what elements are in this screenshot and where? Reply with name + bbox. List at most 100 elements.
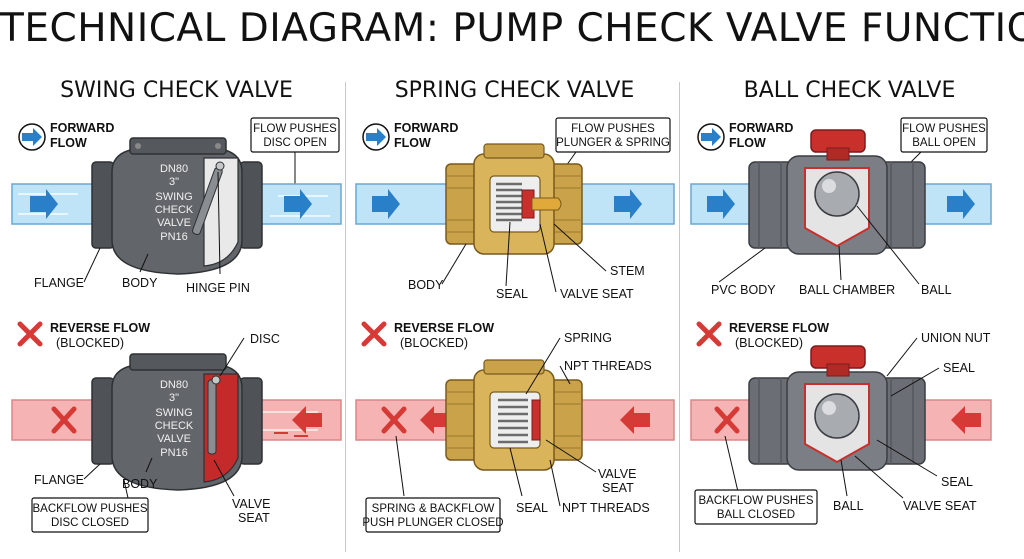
- flow-arrow-icon: [372, 189, 400, 219]
- backflow-arrow-icon: [420, 406, 450, 434]
- svg-text:REVERSE FLOW: REVERSE FLOW: [729, 321, 829, 335]
- label-seal: SEAL: [943, 361, 975, 375]
- svg-text:FLOW PUSHES: FLOW PUSHES: [902, 123, 986, 135]
- svg-text:DN80: DN80: [160, 379, 188, 391]
- forward-indicator: FORWARD FLOW: [362, 121, 458, 151]
- ball-check-diagram: FORWARD FLOW FLOW PUSHES BALL OPEN PVC B…: [690, 117, 992, 525]
- svg-text:SPRING & BACKFLOW: SPRING & BACKFLOW: [372, 503, 495, 515]
- panel-swing-check: SWING CHECK VALVE FORWARD FLOW FLOW PUSH…: [8, 76, 345, 556]
- svg-text:CHECK: CHECK: [155, 420, 194, 432]
- svg-text:FORWARD: FORWARD: [394, 121, 458, 135]
- svg-text:REVERSE FLOW: REVERSE FLOW: [394, 321, 494, 335]
- ball: [814, 393, 860, 439]
- svg-text:DISC OPEN: DISC OPEN: [263, 137, 326, 149]
- svg-text:FLOW PUSHES: FLOW PUSHES: [571, 123, 655, 135]
- svg-text:(BLOCKED): (BLOCKED): [400, 336, 468, 350]
- panel-title: BALL CHECK VALVE: [743, 78, 956, 103]
- reverse-label: (BLOCKED): [56, 336, 124, 350]
- seal: [531, 399, 541, 441]
- svg-text:SWING: SWING: [155, 191, 192, 203]
- label-ball: BALL: [921, 283, 952, 297]
- label-valve-seat: VALVE: [232, 497, 270, 511]
- backflow-arrow-icon: [951, 406, 981, 434]
- flow-arrow-icon: [947, 189, 975, 219]
- svg-text:DISC CLOSED: DISC CLOSED: [51, 517, 129, 529]
- forward-indicator: FORWARD FLOW: [18, 121, 114, 151]
- label-seal: SEAL: [516, 501, 548, 515]
- svg-text:BALL CLOSED: BALL CLOSED: [717, 509, 795, 521]
- spring-check-diagram: FORWARD FLOW FLOW PUSHES PLUNGER & SPRIN…: [355, 117, 675, 533]
- label-stem: STEM: [610, 264, 645, 278]
- disc: [207, 379, 217, 455]
- svg-text:FLOW: FLOW: [729, 136, 766, 150]
- svg-text:DN80: DN80: [160, 163, 188, 175]
- reverse-indicator: REVERSE FLOW (BLOCKED): [17, 321, 150, 350]
- svg-text:BACKFLOW PUSHES: BACKFLOW PUSHES: [698, 495, 813, 507]
- backflow-arrow-icon: [292, 406, 322, 434]
- svg-text:PN16: PN16: [160, 447, 188, 459]
- panel-ball-check: BALL CHECK VALVE FORWARD FLOW FLOW PUSHE…: [681, 76, 1018, 556]
- svg-text:BALL OPEN: BALL OPEN: [912, 137, 976, 149]
- svg-text:SEAT: SEAT: [602, 481, 634, 495]
- svg-text:SWING: SWING: [155, 407, 192, 419]
- callout-box: FLOW PUSHES PLUNGER & SPRING: [545, 117, 671, 195]
- label-hinge-pin: HINGE PIN: [186, 281, 250, 295]
- label-valve-seat: VALVE: [598, 467, 636, 481]
- blocked-icon: [51, 406, 77, 434]
- callout-box: FLOW PUSHES BALL OPEN: [876, 117, 988, 197]
- svg-text:SEAT: SEAT: [238, 511, 270, 525]
- svg-text:(BLOCKED): (BLOCKED): [735, 336, 803, 350]
- forward-indicator: FORWARD FLOW: [697, 121, 793, 151]
- svg-text:FLOW: FLOW: [394, 136, 431, 150]
- label-valve-seat: VALVE SEAT: [560, 287, 634, 301]
- svg-text:BACKFLOW PUSHES: BACKFLOW PUSHES: [32, 503, 147, 515]
- svg-text:PN16: PN16: [160, 231, 188, 243]
- flange: [91, 161, 115, 249]
- label-body: BODY: [122, 477, 158, 491]
- label-body: BODY: [408, 278, 444, 292]
- callout-box: SPRING & BACKFLOW PUSH PLUNGER CLOSED: [362, 435, 504, 533]
- label-pvc-body: PVC BODY: [711, 283, 776, 297]
- flow-arrow-icon: [614, 189, 642, 219]
- bonnet: [129, 137, 227, 155]
- spring: [496, 182, 522, 222]
- svg-text:CHECK: CHECK: [155, 204, 194, 216]
- svg-text:3": 3": [169, 176, 179, 188]
- flange: [239, 161, 263, 249]
- swing-check-diagram: FORWARD FLOW FLOW PUSHES DISC OPEN DN80 …: [11, 117, 342, 533]
- svg-text:FORWARD: FORWARD: [729, 121, 793, 135]
- callout-box: FLOW PUSHES DISC OPEN: [250, 117, 340, 188]
- label-union-nut: UNION NUT: [921, 331, 991, 345]
- svg-text:PLUNGER & SPRING: PLUNGER & SPRING: [556, 137, 670, 149]
- label-ball-chamber: BALL CHAMBER: [799, 283, 895, 297]
- label-seal: SEAL: [941, 475, 973, 489]
- blocked-icon: [714, 406, 740, 434]
- svg-text:FLOW PUSHES: FLOW PUSHES: [253, 123, 337, 135]
- blocked-icon: [381, 406, 407, 434]
- panel-divider: [345, 82, 346, 552]
- panel-spring-check: SPRING CHECK VALVE FORWARD FLOW FLOW PUS…: [346, 76, 683, 556]
- forward-label: FORWARD: [50, 121, 114, 135]
- label-seal: SEAL: [496, 287, 528, 301]
- label-flange: FLANGE: [34, 276, 84, 290]
- label-valve-seat: VALVE SEAT: [903, 499, 977, 513]
- panel-title: SWING CHECK VALVE: [60, 78, 293, 103]
- flow-arrow-icon: [30, 189, 58, 219]
- label-npt-threads: NPT THREADS: [562, 501, 650, 515]
- flange: [239, 377, 263, 465]
- flow-arrow-icon: [707, 189, 735, 219]
- label-disc: DISC: [250, 332, 280, 346]
- label-flange: FLANGE: [34, 473, 84, 487]
- label-npt-threads: NPT THREADS: [564, 359, 652, 373]
- spring: [498, 398, 528, 444]
- svg-text:VALVE: VALVE: [157, 433, 191, 445]
- ball: [814, 171, 860, 217]
- svg-text:VALVE: VALVE: [157, 217, 191, 229]
- label-ball: BALL: [833, 499, 864, 513]
- svg-text:3": 3": [169, 392, 179, 404]
- forward-label: FLOW: [50, 136, 87, 150]
- callout-box: BACKFLOW PUSHES BALL CLOSED: [694, 435, 818, 525]
- panel-title: SPRING CHECK VALVE: [394, 78, 635, 103]
- hinge-pin: [215, 161, 225, 171]
- flow-arrow-icon: [284, 189, 312, 219]
